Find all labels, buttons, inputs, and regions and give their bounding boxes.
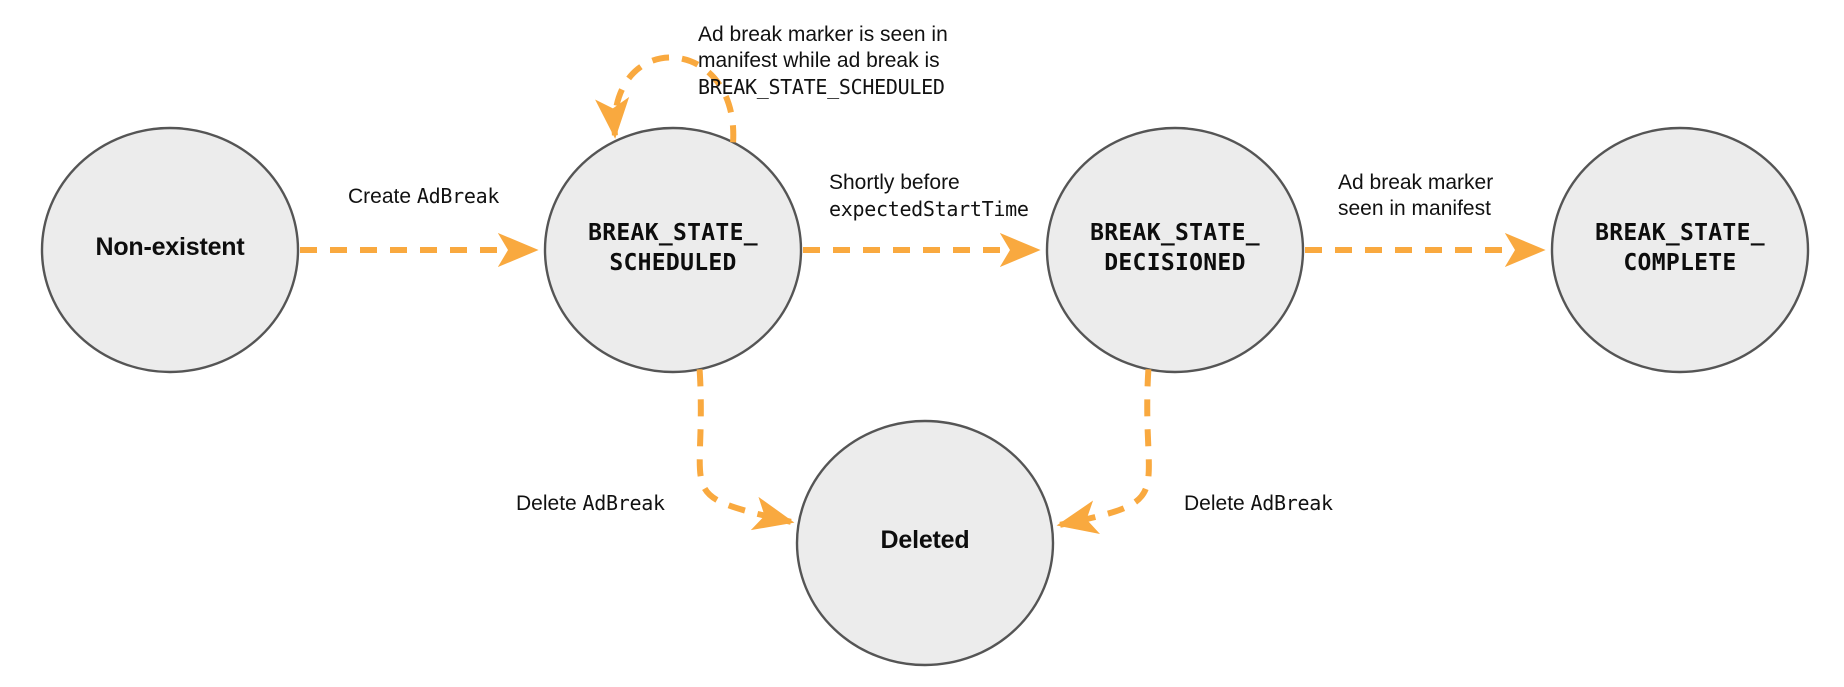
- edge-label-run-sans: Ad break marker is seen in: [698, 23, 948, 46]
- edge-label-delete-adbreak-from-scheduled: Delete AdBreak: [516, 490, 665, 517]
- edge-label-line: Ad break marker is seen in: [698, 22, 948, 48]
- edge-label-run-sans: Ad break marker: [1338, 171, 1494, 194]
- edge-label-run-mono: expectedStartTime: [829, 197, 1029, 221]
- edge-label-line: expectedStartTime: [829, 196, 1029, 223]
- state-node-break-state-complete[interactable]: [1550, 126, 1810, 374]
- edge-label-delete-adbreak-from-decisioned: Delete AdBreak: [1184, 490, 1333, 517]
- edge-label-run-sans: seen in manifest: [1338, 197, 1491, 220]
- edge-delete-adbreak-from-scheduled[interactable]: [696, 369, 795, 531]
- edge-label-marker-seen-in-manifest: Ad break marker seen in manifest: [1338, 170, 1493, 222]
- edge-label-run-mono: BREAK_STATE_SCHEDULED: [698, 75, 945, 99]
- edge-label-line: Create AdBreak: [348, 183, 499, 210]
- edge-label-run-sans: Create: [348, 185, 417, 208]
- edge-label-run-mono: AdBreak: [582, 491, 665, 515]
- edge-label-create-adbreak: Create AdBreak: [348, 183, 499, 210]
- edge-label-line: manifest while ad break is: [698, 48, 948, 74]
- edge-label-line: Delete AdBreak: [1184, 490, 1333, 517]
- state-node-non-existent[interactable]: [40, 126, 300, 374]
- edge-label-line: seen in manifest: [1338, 196, 1493, 222]
- edge-self-loop-marker-seen-scheduled[interactable]: [595, 54, 737, 143]
- edge-label-line: Shortly before: [829, 170, 1029, 196]
- edge-label-run-sans: Delete: [1184, 492, 1251, 515]
- edge-label-run-mono: AdBreak: [416, 184, 500, 208]
- edge-label-run-mono: AdBreak: [1250, 491, 1333, 515]
- state-node-break-state-scheduled[interactable]: [543, 126, 803, 374]
- edge-label-run-sans: Shortly before: [829, 171, 960, 194]
- edge-delete-adbreak-from-decisioned[interactable]: [1056, 369, 1152, 535]
- edge-label-self-loop-marker-seen-scheduled: Ad break marker is seen in manifest while…: [698, 22, 948, 101]
- state-node-deleted[interactable]: [795, 419, 1055, 667]
- edge-label-run-sans: manifest while ad break is: [698, 49, 940, 72]
- edge-label-line: BREAK_STATE_SCHEDULED: [698, 74, 948, 101]
- edge-label-shortly-before-expected-start-time: Shortly before expectedStartTime: [829, 170, 1029, 223]
- state-node-break-state-decisioned[interactable]: [1045, 126, 1305, 374]
- edges-layer: [300, 54, 1546, 535]
- nodes-layer: [40, 126, 1810, 667]
- edge-label-run-sans: Delete: [516, 492, 583, 515]
- edge-label-line: Ad break marker: [1338, 170, 1493, 196]
- edge-label-line: Delete AdBreak: [516, 490, 665, 517]
